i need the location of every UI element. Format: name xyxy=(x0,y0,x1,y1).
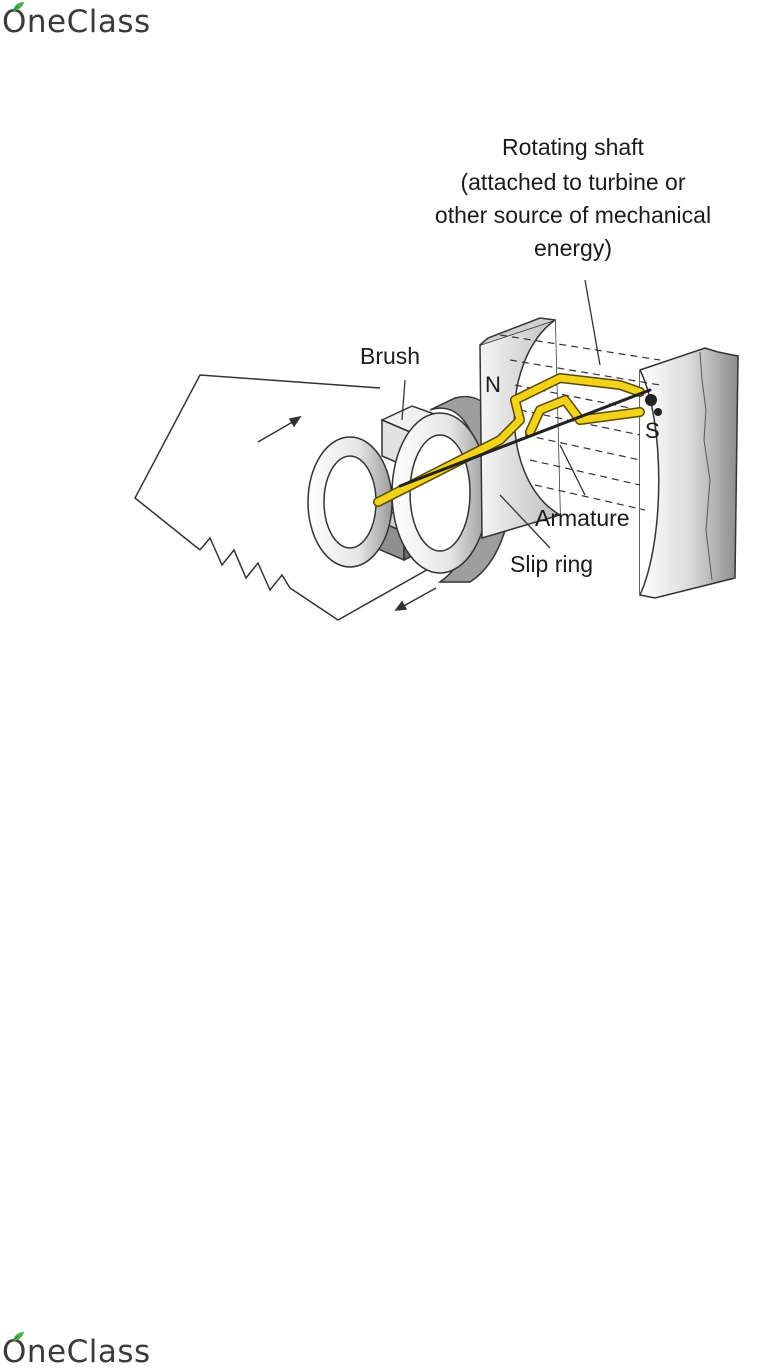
svg-text:(attached to turbine or: (attached to turbine or xyxy=(460,169,685,195)
resistor-icon xyxy=(200,538,290,590)
logo-text: neClass xyxy=(27,4,151,40)
north-pole-label: N xyxy=(485,372,501,397)
south-pole-label: S xyxy=(645,418,660,443)
svg-text:Rotating shaft: Rotating shaft xyxy=(502,134,645,160)
rotating-shaft-label: Rotating shaft (attached to turbine or o… xyxy=(435,134,711,261)
oneclass-logo-bottom: O neClass xyxy=(2,1330,151,1370)
apple-leaf-icon xyxy=(11,1,25,13)
magnet-south xyxy=(640,348,738,598)
logo-o: O xyxy=(2,1334,27,1370)
ac-generator-diagram: N S Rotating shaft (attached to turbine … xyxy=(0,120,784,640)
svg-text:energy): energy) xyxy=(534,235,612,261)
slip-ring-label: Slip ring xyxy=(510,551,593,577)
logo-text: neClass xyxy=(27,1334,151,1370)
logo-o: O xyxy=(2,4,27,40)
current-arrow-bottom xyxy=(396,588,436,610)
apple-leaf-icon xyxy=(11,1331,25,1343)
armature-label: Armature xyxy=(535,505,630,531)
brush-label: Brush xyxy=(360,343,420,369)
current-arrow-top xyxy=(258,417,300,442)
svg-text:other source of mechanical: other source of mechanical xyxy=(435,202,711,228)
oneclass-logo-top: O neClass xyxy=(2,0,151,40)
